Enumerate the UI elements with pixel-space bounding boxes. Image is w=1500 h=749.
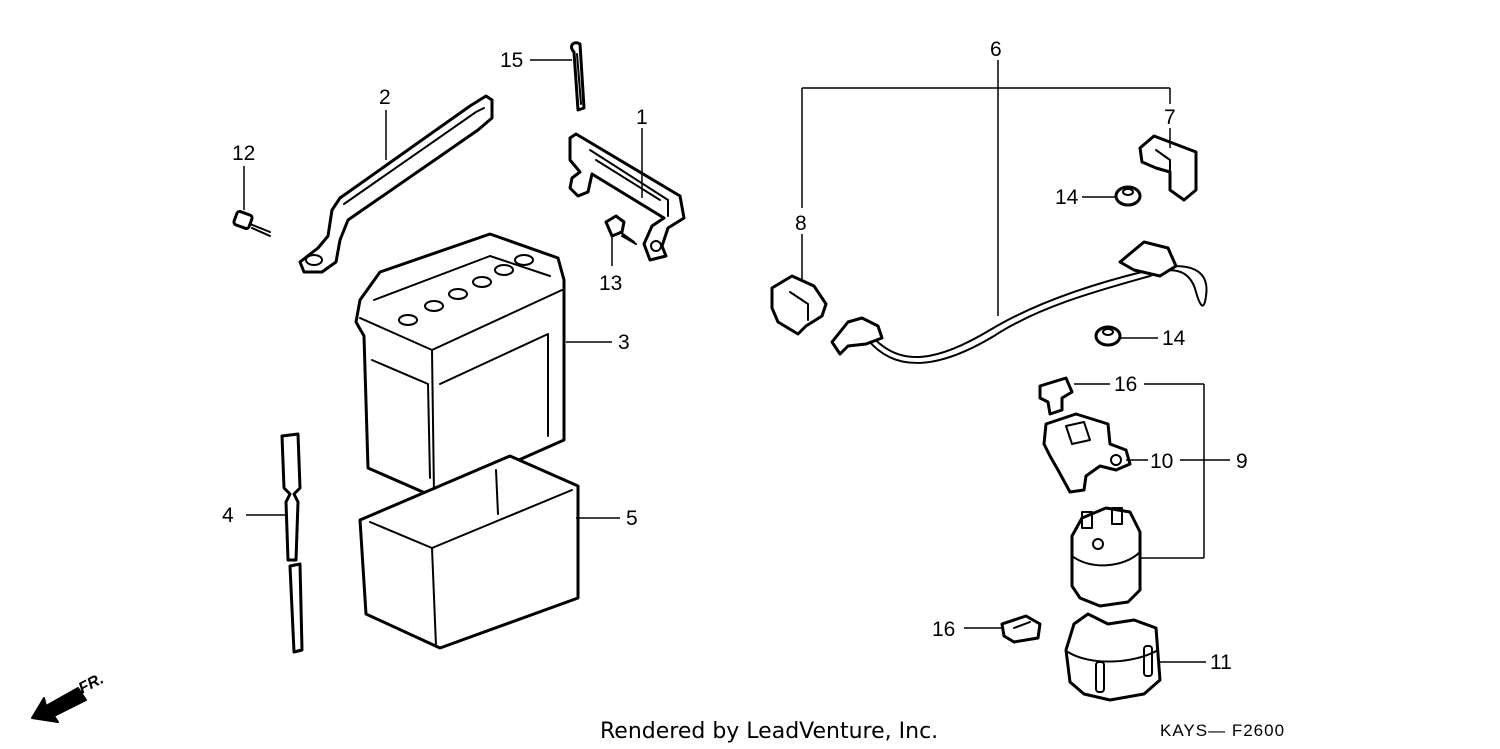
callout-14-upper: 14: [1055, 186, 1079, 209]
part-fuse-upper[interactable]: [1038, 376, 1074, 416]
part-battery-cable[interactable]: [830, 240, 1208, 365]
part-battery-bracket[interactable]: [568, 132, 686, 262]
part-clip-pin[interactable]: [570, 41, 586, 112]
part-breather-tube[interactable]: [280, 432, 304, 654]
callout-8: 8: [795, 212, 807, 235]
part-battery[interactable]: [354, 232, 566, 498]
part-relay-holder[interactable]: [1042, 412, 1132, 494]
callout-2: 2: [379, 86, 391, 109]
part-terminal-cover-7[interactable]: [1138, 134, 1198, 202]
callout-10: 10: [1150, 450, 1173, 473]
part-nut-upper[interactable]: [1114, 185, 1142, 207]
battery-cell-caps: [398, 254, 534, 326]
callout-13: 13: [599, 272, 622, 295]
diagram-code: KAYS— F2600: [1160, 721, 1285, 740]
callout-3: 3: [618, 331, 630, 354]
callout-12: 12: [232, 142, 255, 165]
part-starter-relay[interactable]: [1070, 506, 1142, 608]
callout-4: 4: [222, 504, 234, 527]
part-relay-cover[interactable]: [1064, 612, 1162, 702]
front-direction-indicator: FR.: [31, 670, 107, 723]
part-screw[interactable]: [604, 214, 637, 245]
callout-11: 11: [1210, 651, 1232, 674]
callout-16-upper: 16: [1114, 373, 1137, 396]
callout-6: 6: [990, 38, 1002, 61]
callouts: 1 2 3 4 5 6 7 8 9 10 11 12 13 14 14 15 1…: [222, 38, 1248, 674]
part-fuse-lower[interactable]: [1000, 614, 1042, 644]
credit-text: Rendered by LeadVenture, Inc.: [600, 719, 938, 744]
callout-1: 1: [636, 106, 648, 129]
callout-9: 9: [1236, 450, 1248, 473]
callout-16-lower: 16: [932, 618, 955, 641]
callout-15: 15: [500, 49, 523, 72]
part-terminal-cover-8[interactable]: [770, 274, 828, 336]
part-battery-case[interactable]: [358, 454, 580, 650]
callout-7: 7: [1164, 106, 1176, 129]
callout-14-lower: 14: [1162, 327, 1186, 350]
callout-5: 5: [626, 507, 638, 530]
front-arrow-icon: [31, 687, 87, 723]
part-nut-lower[interactable]: [1094, 325, 1122, 347]
part-battery-band[interactable]: [298, 94, 494, 274]
leader-lines: [243, 59, 1230, 663]
part-bolt[interactable]: [232, 210, 271, 237]
